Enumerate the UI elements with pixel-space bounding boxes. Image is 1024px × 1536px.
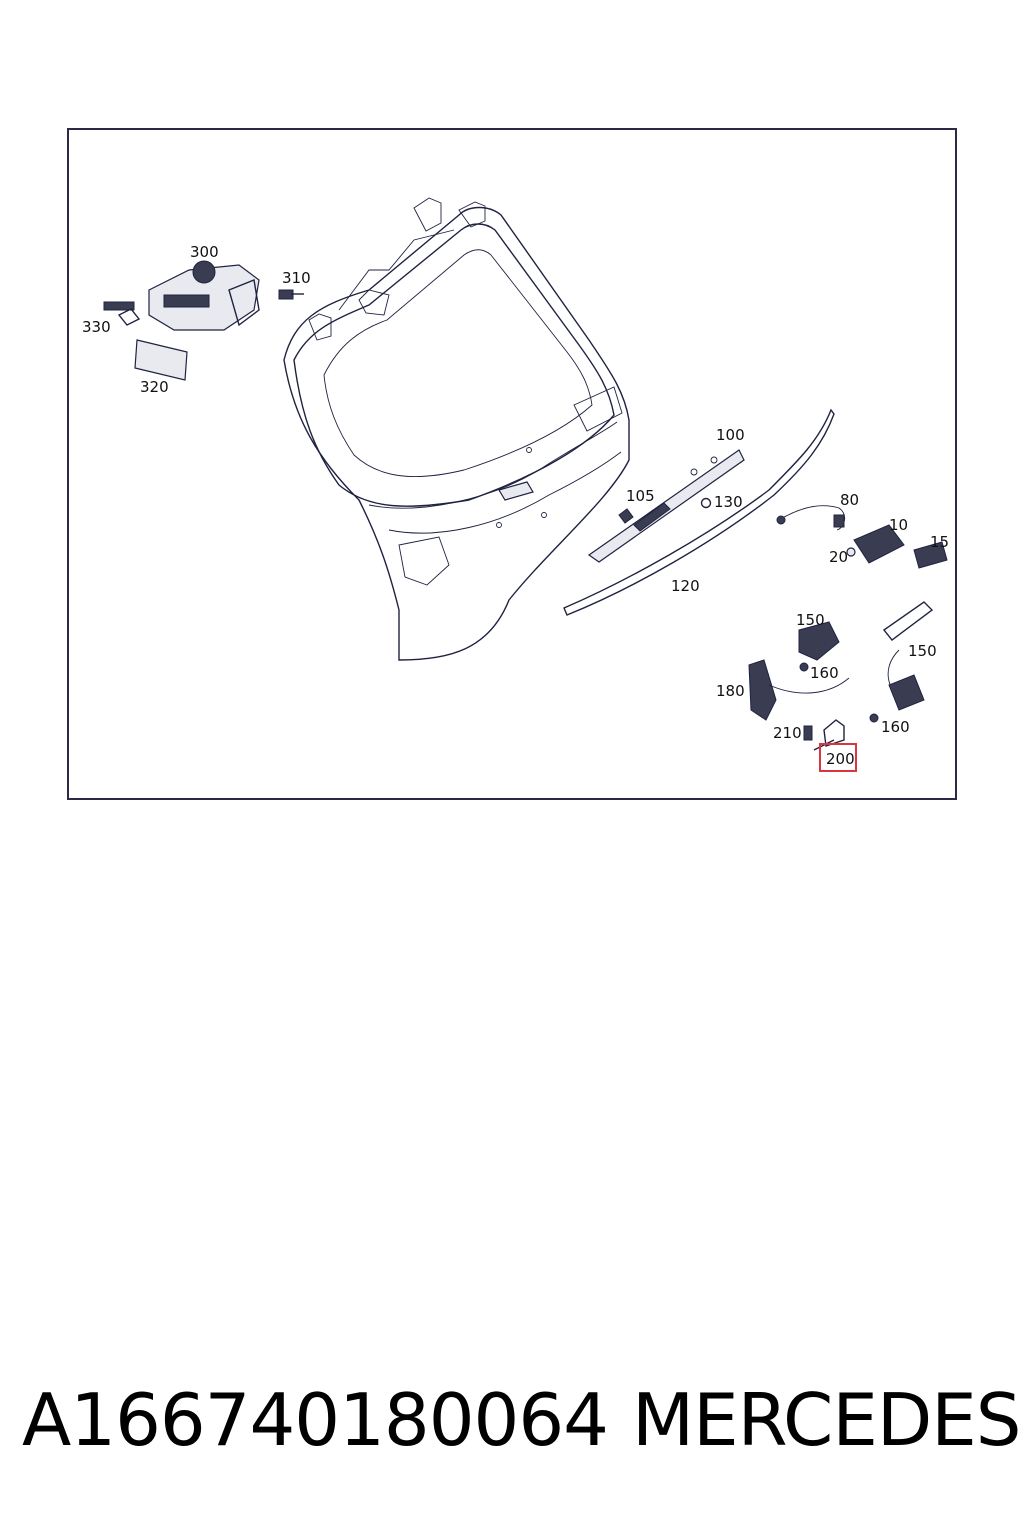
- part-330-bracket: [103, 301, 141, 326]
- callout-160-left: 160: [810, 664, 839, 682]
- callout-130: 130: [714, 493, 743, 511]
- part-number: A166740180064: [22, 1378, 609, 1462]
- brand-name: MERCEDES: [632, 1378, 1021, 1462]
- callout-300: 300: [190, 243, 219, 261]
- callout-180: 180: [716, 682, 745, 700]
- callout-200: 200: [826, 750, 855, 768]
- part-15-switch: [913, 541, 948, 569]
- callout-100: 100: [716, 426, 745, 444]
- callout-105: 105: [626, 487, 655, 505]
- part-310-bolt: [278, 289, 304, 300]
- tailgate-exploded-diagram: 300 310 330 320 100 105 130 80 10 15 20 …: [82, 197, 949, 772]
- part-100-trim: [587, 449, 745, 563]
- part-320-plate: [134, 339, 188, 381]
- part-150-lock-right: [882, 601, 934, 711]
- part-130-nut: [700, 497, 712, 509]
- callout-10: 10: [889, 516, 908, 534]
- part-300-actuator: [148, 260, 260, 331]
- callout-210: 210: [773, 724, 802, 742]
- part-105-clip: [618, 508, 634, 524]
- part-180-striker: [748, 659, 850, 721]
- part-160-screw-left: [799, 662, 809, 672]
- callout-200-highlight-box: [819, 743, 857, 772]
- part-200-bracket: [813, 719, 845, 751]
- callout-320: 320: [140, 378, 169, 396]
- part-10-module: [846, 524, 905, 564]
- parts-diagram-frame: 300 310 330 320 100 105 130 80 10 15 20 …: [67, 128, 957, 800]
- part-210-bolt: [803, 725, 813, 741]
- part-80-cable: [776, 505, 846, 531]
- callout-labels: 300 310 330 320 100 105 130 80 10 15 20 …: [82, 243, 949, 772]
- callout-330: 330: [82, 318, 111, 336]
- tailgate-body: [283, 197, 630, 661]
- part-120-strip: [563, 408, 835, 616]
- callout-310: 310: [282, 269, 311, 287]
- callout-20: 20: [829, 548, 848, 566]
- callout-15: 15: [930, 533, 949, 551]
- callout-150-left: 150: [796, 611, 825, 629]
- part-160-screw-right: [869, 713, 879, 723]
- callout-150-right: 150: [908, 642, 937, 660]
- callout-120: 120: [671, 577, 700, 595]
- callout-160-right: 160: [881, 718, 910, 736]
- callout-80: 80: [840, 491, 859, 509]
- footer: A166740180064 MERCEDES: [0, 1378, 1024, 1468]
- part-150-lock-left: [798, 621, 840, 661]
